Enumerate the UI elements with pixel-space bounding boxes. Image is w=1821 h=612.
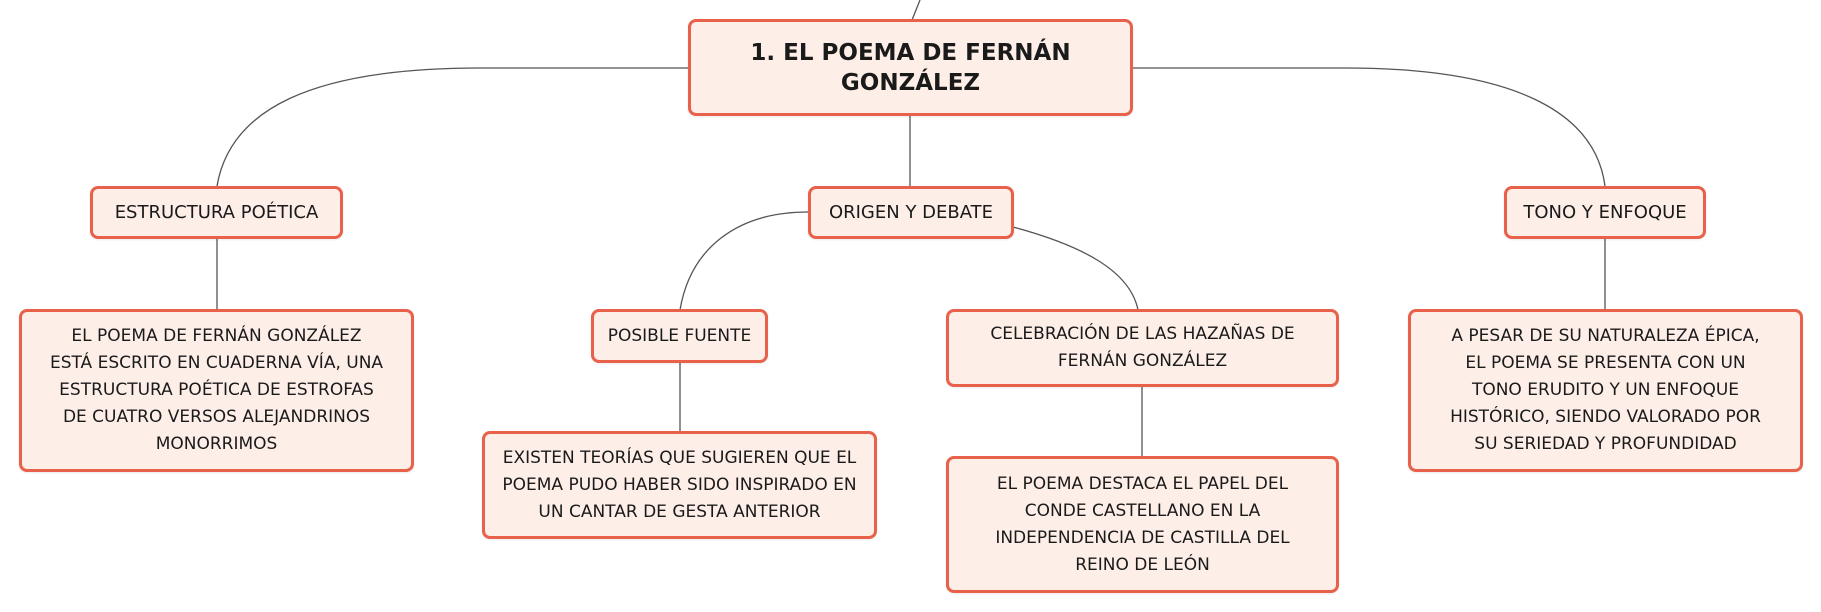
connector-origen-to-fuente	[679, 211, 809, 311]
connector-origen-to-celebracion	[1012, 226, 1139, 311]
posible-fuente-node[interactable]: POSIBLE FUENTE	[591, 309, 768, 363]
origen-y-debate-node[interactable]: ORIGEN Y DEBATE	[808, 186, 1014, 239]
posible-fuente-detail-node[interactable]: EXISTEN TEORÍAS QUE SUGIEREN QUE EL POEM…	[482, 431, 877, 539]
connector-root-to-tono	[1133, 67, 1606, 187]
tono-y-enfoque-detail-node[interactable]: A PESAR DE SU NATURALEZA ÉPICA, EL POEMA…	[1408, 309, 1803, 472]
estructura-poetica-node[interactable]: ESTRUCTURA POÉTICA	[90, 186, 343, 239]
tono-y-enfoque-node[interactable]: TONO Y ENFOQUE	[1504, 186, 1706, 239]
celebracion-hazanas-node[interactable]: CELEBRACIÓN DE LAS HAZAÑAS DE FERNÁN GON…	[946, 309, 1339, 387]
root-topic-node[interactable]: 1. EL POEMA DE FERNÁN GONZÁLEZ	[688, 19, 1133, 116]
celebracion-detail-node[interactable]: EL POEMA DESTACA EL PAPEL DEL CONDE CAST…	[946, 456, 1339, 593]
estructura-poetica-detail-node[interactable]: EL POEMA DE FERNÁN GONZÁLEZ ESTÁ ESCRITO…	[19, 309, 414, 472]
connector-parent-to-root	[911, 0, 921, 21]
connector-root-to-estructura	[216, 67, 690, 187]
